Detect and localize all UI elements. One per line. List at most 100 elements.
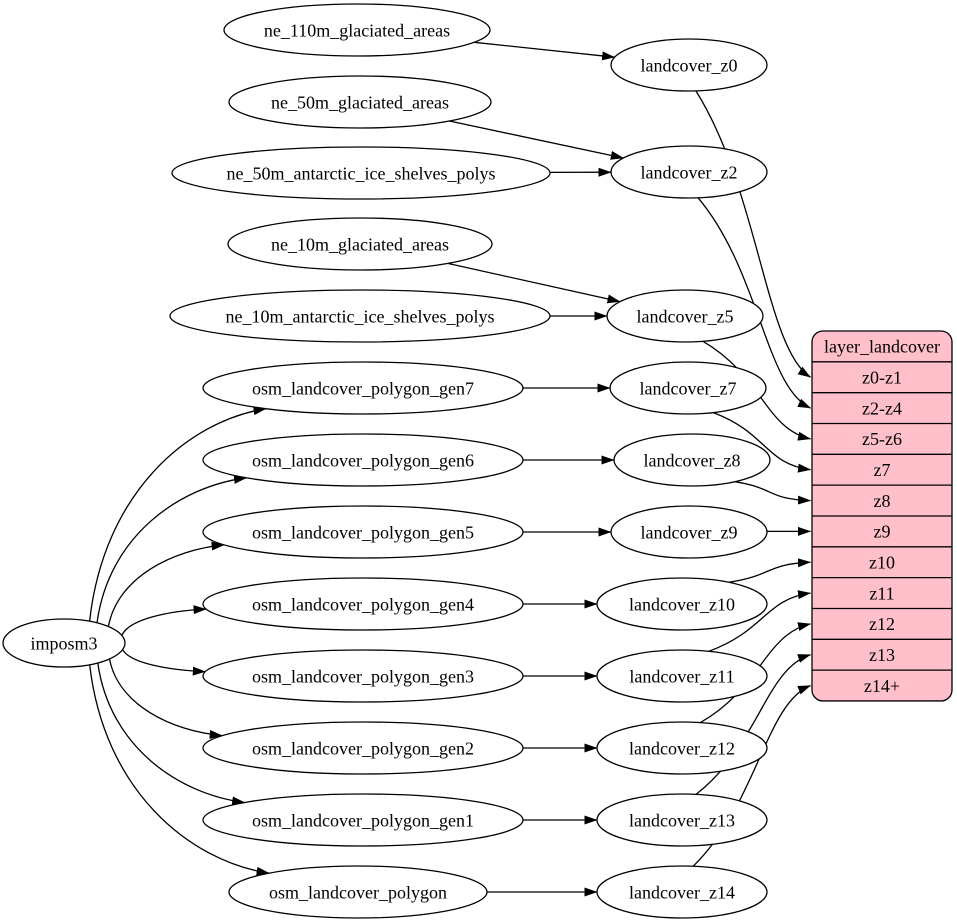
- node-label: landcover_z8: [644, 450, 741, 470]
- node-label: ne_50m_antarctic_ice_shelves_polys: [227, 163, 496, 183]
- node-ne_110m_glaciated_areas: ne_110m_glaciated_areas: [223, 3, 491, 57]
- node-label: osm_landcover_polygon_gen3: [252, 666, 474, 686]
- node-landcover_z2: landcover_z2: [610, 145, 768, 199]
- node-label: landcover_z7: [640, 378, 737, 398]
- node-label: ne_10m_antarctic_ice_shelves_polys: [226, 306, 495, 326]
- node-ellipse: [606, 289, 764, 343]
- edge-landcover_z7-to-layer_landcover-z7: [713, 411, 811, 473]
- node-osm_landcover_polygon: osm_landcover_polygon: [228, 865, 488, 919]
- record-row-z9: z9: [874, 522, 891, 542]
- node-landcover_z12: landcover_z12: [596, 721, 768, 775]
- edge-imposm3-to-osm_landcover_polygon_gen5: [107, 541, 225, 627]
- node-label: landcover_z9: [641, 522, 738, 542]
- record-row-z14+: z14+: [864, 676, 900, 696]
- node-ellipse: [171, 146, 551, 200]
- node-osm_landcover_polygon_gen5: osm_landcover_polygon_gen5: [202, 505, 524, 559]
- node-landcover_z0: landcover_z0: [610, 38, 768, 92]
- node-osm_landcover_polygon_gen2: osm_landcover_polygon_gen2: [202, 721, 524, 775]
- node-landcover_z11: landcover_z11: [596, 649, 768, 703]
- node-ne_10m_antarctic_ice_shelves_polys: ne_10m_antarctic_ice_shelves_polys: [169, 289, 551, 343]
- node-landcover_z14: landcover_z14: [596, 865, 768, 919]
- node-osm_landcover_polygon_gen1: osm_landcover_polygon_gen1: [202, 793, 524, 847]
- node-ellipse: [610, 145, 768, 199]
- node-ellipse: [223, 3, 491, 57]
- node-ellipse: [2, 618, 126, 668]
- node-ellipse: [596, 721, 768, 775]
- node-label: ne_110m_glaciated_areas: [264, 20, 450, 40]
- node-ellipse: [202, 577, 524, 631]
- edges-layer: [88, 41, 811, 897]
- node-label: landcover_z14: [629, 882, 735, 902]
- node-ellipse: [609, 361, 767, 415]
- edge-ne_50m_glaciated_areas-to-landcover_z2: [449, 120, 624, 160]
- record-layer_landcover: layer_landcoverz0-z1z2-z4z5-z6z7z8z9z10z…: [811, 330, 953, 702]
- node-label: imposm3: [30, 633, 97, 653]
- node-ellipse: [613, 433, 771, 487]
- node-ellipse: [596, 649, 768, 703]
- node-ellipse: [228, 75, 492, 129]
- node-ellipse: [610, 38, 768, 92]
- node-osm_landcover_polygon_gen4: osm_landcover_polygon_gen4: [202, 577, 524, 631]
- node-landcover_z7: landcover_z7: [609, 361, 767, 415]
- edge-landcover_z8-to-layer_landcover-z8: [734, 481, 811, 505]
- edge-imposm3-to-osm_landcover_polygon: [89, 664, 270, 876]
- edge-landcover_z10-to-layer_landcover-z10: [728, 558, 811, 583]
- node-ellipse: [202, 433, 524, 487]
- record-row-z0-z1: z0-z1: [862, 368, 902, 388]
- record-row-z10: z10: [869, 553, 895, 573]
- nodes-layer: ne_110m_glaciated_areas ne_50m_glaciated_…: [2, 3, 771, 919]
- record-title: layer_landcover: [824, 337, 940, 357]
- node-ellipse: [202, 505, 524, 559]
- edge-landcover_z11-to-layer_landcover-z11: [708, 590, 811, 652]
- edge-imposm3-to-osm_landcover_polygon_gen6: [96, 474, 247, 623]
- node-label: ne_50m_glaciated_areas: [271, 92, 449, 112]
- node-label: landcover_z2: [641, 162, 738, 182]
- edge-ne_10m_glaciated_areas-to-landcover_z5: [447, 262, 621, 304]
- node-landcover_z10: landcover_z10: [596, 577, 768, 631]
- node-osm_landcover_polygon_gen3: osm_landcover_polygon_gen3: [202, 649, 524, 703]
- node-label: osm_landcover_polygon_gen2: [252, 738, 474, 758]
- node-ellipse: [227, 217, 493, 271]
- node-ellipse: [596, 865, 768, 919]
- node-label: osm_landcover_polygon_gen6: [252, 450, 474, 470]
- node-ellipse: [596, 577, 768, 631]
- edge-imposm3-to-osm_landcover_polygon_gen1: [97, 662, 246, 806]
- node-label: osm_landcover_polygon: [269, 882, 447, 902]
- edge-imposm3-to-osm_landcover_polygon_gen3: [122, 649, 206, 676]
- node-label: landcover_z13: [629, 810, 735, 830]
- node-label: landcover_z12: [629, 738, 735, 758]
- node-osm_landcover_polygon_gen6: osm_landcover_polygon_gen6: [202, 433, 524, 487]
- node-ellipse: [202, 649, 524, 703]
- node-landcover_z13: landcover_z13: [596, 793, 768, 847]
- node-landcover_z9: landcover_z9: [610, 505, 768, 559]
- record-row-z7: z7: [874, 460, 891, 480]
- node-ne_50m_glaciated_areas: ne_50m_glaciated_areas: [228, 75, 492, 129]
- node-label: ne_10m_glaciated_areas: [271, 234, 449, 254]
- edge-imposm3-to-osm_landcover_polygon_gen2: [108, 658, 223, 739]
- node-ellipse: [228, 865, 488, 919]
- edge-landcover_z5-to-layer_landcover-z5-z6: [702, 340, 811, 441]
- edge-imposm3-to-osm_landcover_polygon_gen7: [88, 406, 267, 622]
- node-landcover_z8: landcover_z8: [613, 433, 771, 487]
- node-label: landcover_z0: [641, 55, 738, 75]
- node-osm_landcover_polygon_gen7: osm_landcover_polygon_gen7: [202, 361, 524, 415]
- node-ellipse: [202, 793, 524, 847]
- node-label: osm_landcover_polygon_gen7: [252, 378, 474, 398]
- node-ellipse: [202, 721, 524, 775]
- record-row-z11: z11: [869, 583, 894, 603]
- record-row-z8: z8: [874, 491, 891, 511]
- node-ne_10m_glaciated_areas: ne_10m_glaciated_areas: [227, 217, 493, 271]
- node-ellipse: [169, 289, 551, 343]
- node-landcover_z5: landcover_z5: [606, 289, 764, 343]
- edge-landcover_z12-to-layer_landcover-z12: [700, 622, 811, 724]
- node-ellipse: [202, 361, 524, 415]
- node-ellipse: [610, 505, 768, 559]
- node-label: landcover_z10: [629, 594, 735, 614]
- node-ellipse: [596, 793, 768, 847]
- node-imposm3: imposm3: [2, 618, 126, 668]
- node-label: osm_landcover_polygon_gen1: [252, 810, 474, 830]
- node-label: landcover_z11: [629, 666, 734, 686]
- record-row-z12: z12: [869, 614, 895, 634]
